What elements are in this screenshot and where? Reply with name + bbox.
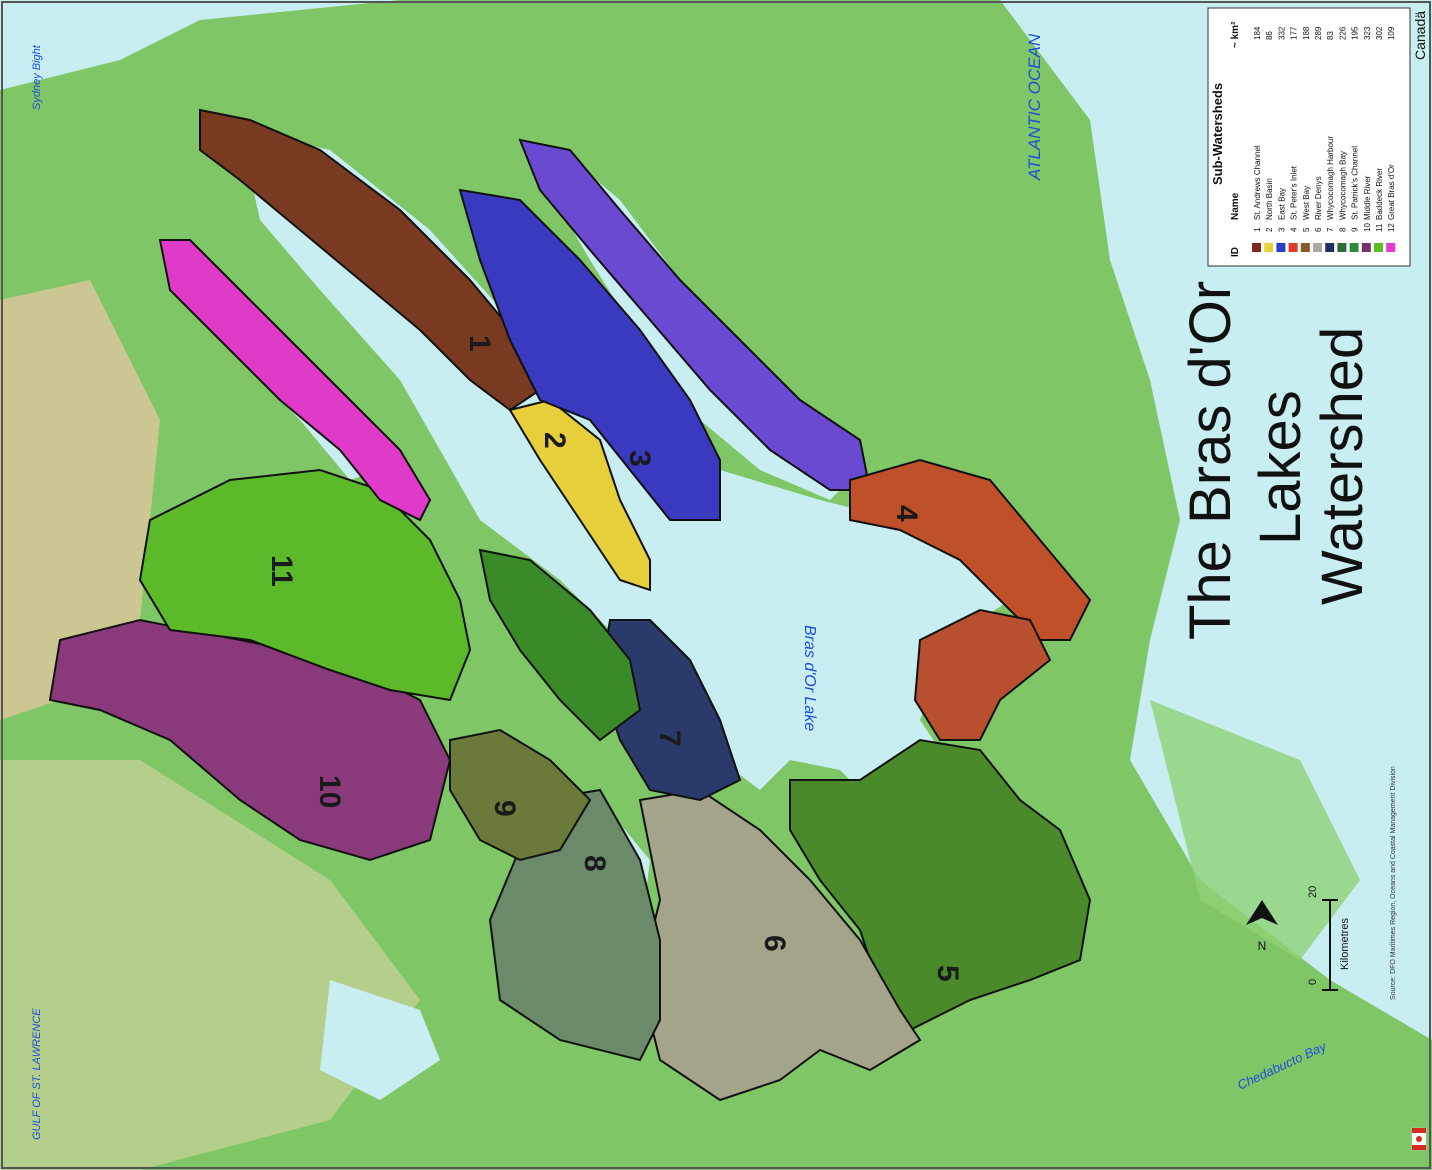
watershed-2-north-basin (508, 398, 651, 592)
legend-swatch-6 (1313, 243, 1322, 252)
legend: Sub-Watersheds ID Name ~ km² 1 St. Andrew… (1207, 7, 1411, 267)
legend-id-3: 3 (1277, 227, 1286, 232)
scale-twenty: 20 (1307, 886, 1319, 898)
credits: Source: DFO Maritimes Region, Oceans and… (1390, 766, 1397, 1000)
legend-swatch-2 (1264, 243, 1274, 252)
legend-swatch-1 (1252, 243, 1261, 252)
watershed-9b-channel-north (478, 548, 642, 742)
legend-id-8: 8 (1338, 227, 1347, 232)
watershed-5-west-bay (789, 738, 1092, 1032)
legend-name-6: River Denys (1314, 176, 1323, 220)
legend-name-12: Great Bras d'Or (1387, 164, 1396, 220)
legend-area-7: 83 (1326, 31, 1335, 40)
legend-name-10: Middle River (1363, 175, 1372, 220)
legend-id-6: 6 (1314, 227, 1323, 232)
legend-name-1: St. Andrews Channel (1253, 145, 1262, 220)
legend-id-10: 10 (1363, 223, 1372, 232)
legend-id-9: 9 (1351, 227, 1360, 232)
scale-zero: 0 (1307, 979, 1319, 985)
credits-text: Source: DFO Maritimes Region, Oceans and… (1390, 766, 1397, 1000)
sydney-bight-label: Sydney Bight (31, 44, 43, 110)
watershed-9-st-patricks-channel (449, 728, 592, 862)
legend-id-2: 2 (1265, 227, 1274, 232)
legend-id-1: 1 (1253, 227, 1262, 232)
legend-area-1: 184 (1253, 26, 1262, 40)
legend-id-4: 4 (1290, 227, 1299, 232)
legend-area-6: 289 (1314, 26, 1323, 40)
legend-swatch-4 (1288, 243, 1298, 252)
legend-name-11: Baddeck River (1375, 168, 1384, 220)
legend-header-area: ~ km² (1230, 21, 1241, 48)
title-line-3: Watershed (1310, 327, 1375, 605)
legend-swatch-7 (1325, 243, 1335, 252)
title-line-2: Lakes (1248, 390, 1313, 545)
watershed-11-baddeck-river (138, 468, 472, 702)
legend-id-5: 5 (1302, 227, 1311, 232)
legend-area-10: 323 (1363, 26, 1372, 40)
legend-header-id: ID (1230, 247, 1241, 257)
number-8: 8 (578, 855, 611, 872)
legend-swatch-10 (1361, 243, 1371, 252)
number-3: 3 (623, 450, 656, 467)
legend-area-5: 188 (1302, 26, 1311, 40)
legend-swatch-11 (1374, 243, 1383, 252)
scale-bar: 0 20 Kilometres N (1246, 886, 1351, 991)
legend-name-8: Whycocomagh Bay (1338, 151, 1347, 220)
legend-id-11: 11 (1375, 223, 1384, 232)
title-line-1: The Bras d'Or (1178, 281, 1243, 640)
legend-swatch-5 (1300, 243, 1310, 252)
legend-swatch-12 (1386, 243, 1396, 252)
watershed-4b-st-peters-inlet-west (913, 608, 1052, 741)
legend-name-9: St. Patrick's Channel (1351, 146, 1360, 220)
scale-unit: Kilometres (1339, 918, 1351, 970)
legend-area-11: 302 (1375, 26, 1384, 40)
watershed-4-st-peters-inlet (849, 458, 1092, 641)
north-label: N (1258, 939, 1267, 953)
bras-dor-lake-label: Bras d'Or Lake (801, 625, 818, 731)
sub-watersheds (48, 108, 1092, 1102)
number-9: 9 (488, 800, 521, 817)
legend-name-3: East Bay (1277, 188, 1286, 220)
legend-name-2: North Basin (1265, 178, 1274, 220)
canada-wordmark: Canadä (1412, 11, 1428, 60)
north-arrow-icon (1246, 900, 1278, 925)
number-6: 6 (758, 935, 791, 952)
legend-area-9: 195 (1351, 26, 1360, 40)
legend-name-5: West Bay (1302, 186, 1311, 220)
legend-area-4: 177 (1290, 26, 1299, 40)
watershed-numbers: 1 2 3 4 5 6 7 8 9 10 11 (265, 335, 964, 982)
legend-swatch-9 (1349, 243, 1359, 252)
number-11: 11 (265, 555, 298, 587)
legend-header-name: Name (1230, 192, 1241, 220)
watershed-12-great-bras-dor (158, 239, 432, 522)
legend-name-4: St. Peter's Inlet (1290, 165, 1299, 220)
number-5: 5 (931, 965, 964, 982)
legend-area-12: 109 (1387, 26, 1396, 40)
canada-branding: Canadä (1411, 11, 1428, 1151)
watershed-3-east-bay (458, 188, 721, 521)
legend-id-7: 7 (1326, 227, 1335, 232)
legend-area-8: 226 (1338, 26, 1347, 40)
legend-area-3: 332 (1277, 26, 1286, 40)
legend-name-7: Whycocomagh Harbour (1326, 136, 1335, 220)
legend-id-12: 12 (1387, 223, 1396, 232)
legend-swatch-8 (1337, 243, 1347, 252)
number-10: 10 (313, 775, 346, 808)
number-7: 7 (653, 730, 686, 747)
legend-title: Sub-Watersheds (1210, 83, 1225, 185)
legend-swatch-3 (1276, 243, 1286, 252)
number-2: 2 (538, 432, 571, 449)
atlantic-ocean-label: ATLANTIC OCEAN (1025, 33, 1044, 181)
gulf-label: GULF OF ST. LAWRENCE (31, 1008, 43, 1140)
number-1: 1 (463, 335, 496, 352)
number-4: 4 (890, 505, 923, 522)
map-title: The Bras d'Or Lakes Watershed (1178, 281, 1375, 640)
legend-area-2: 86 (1265, 31, 1274, 40)
